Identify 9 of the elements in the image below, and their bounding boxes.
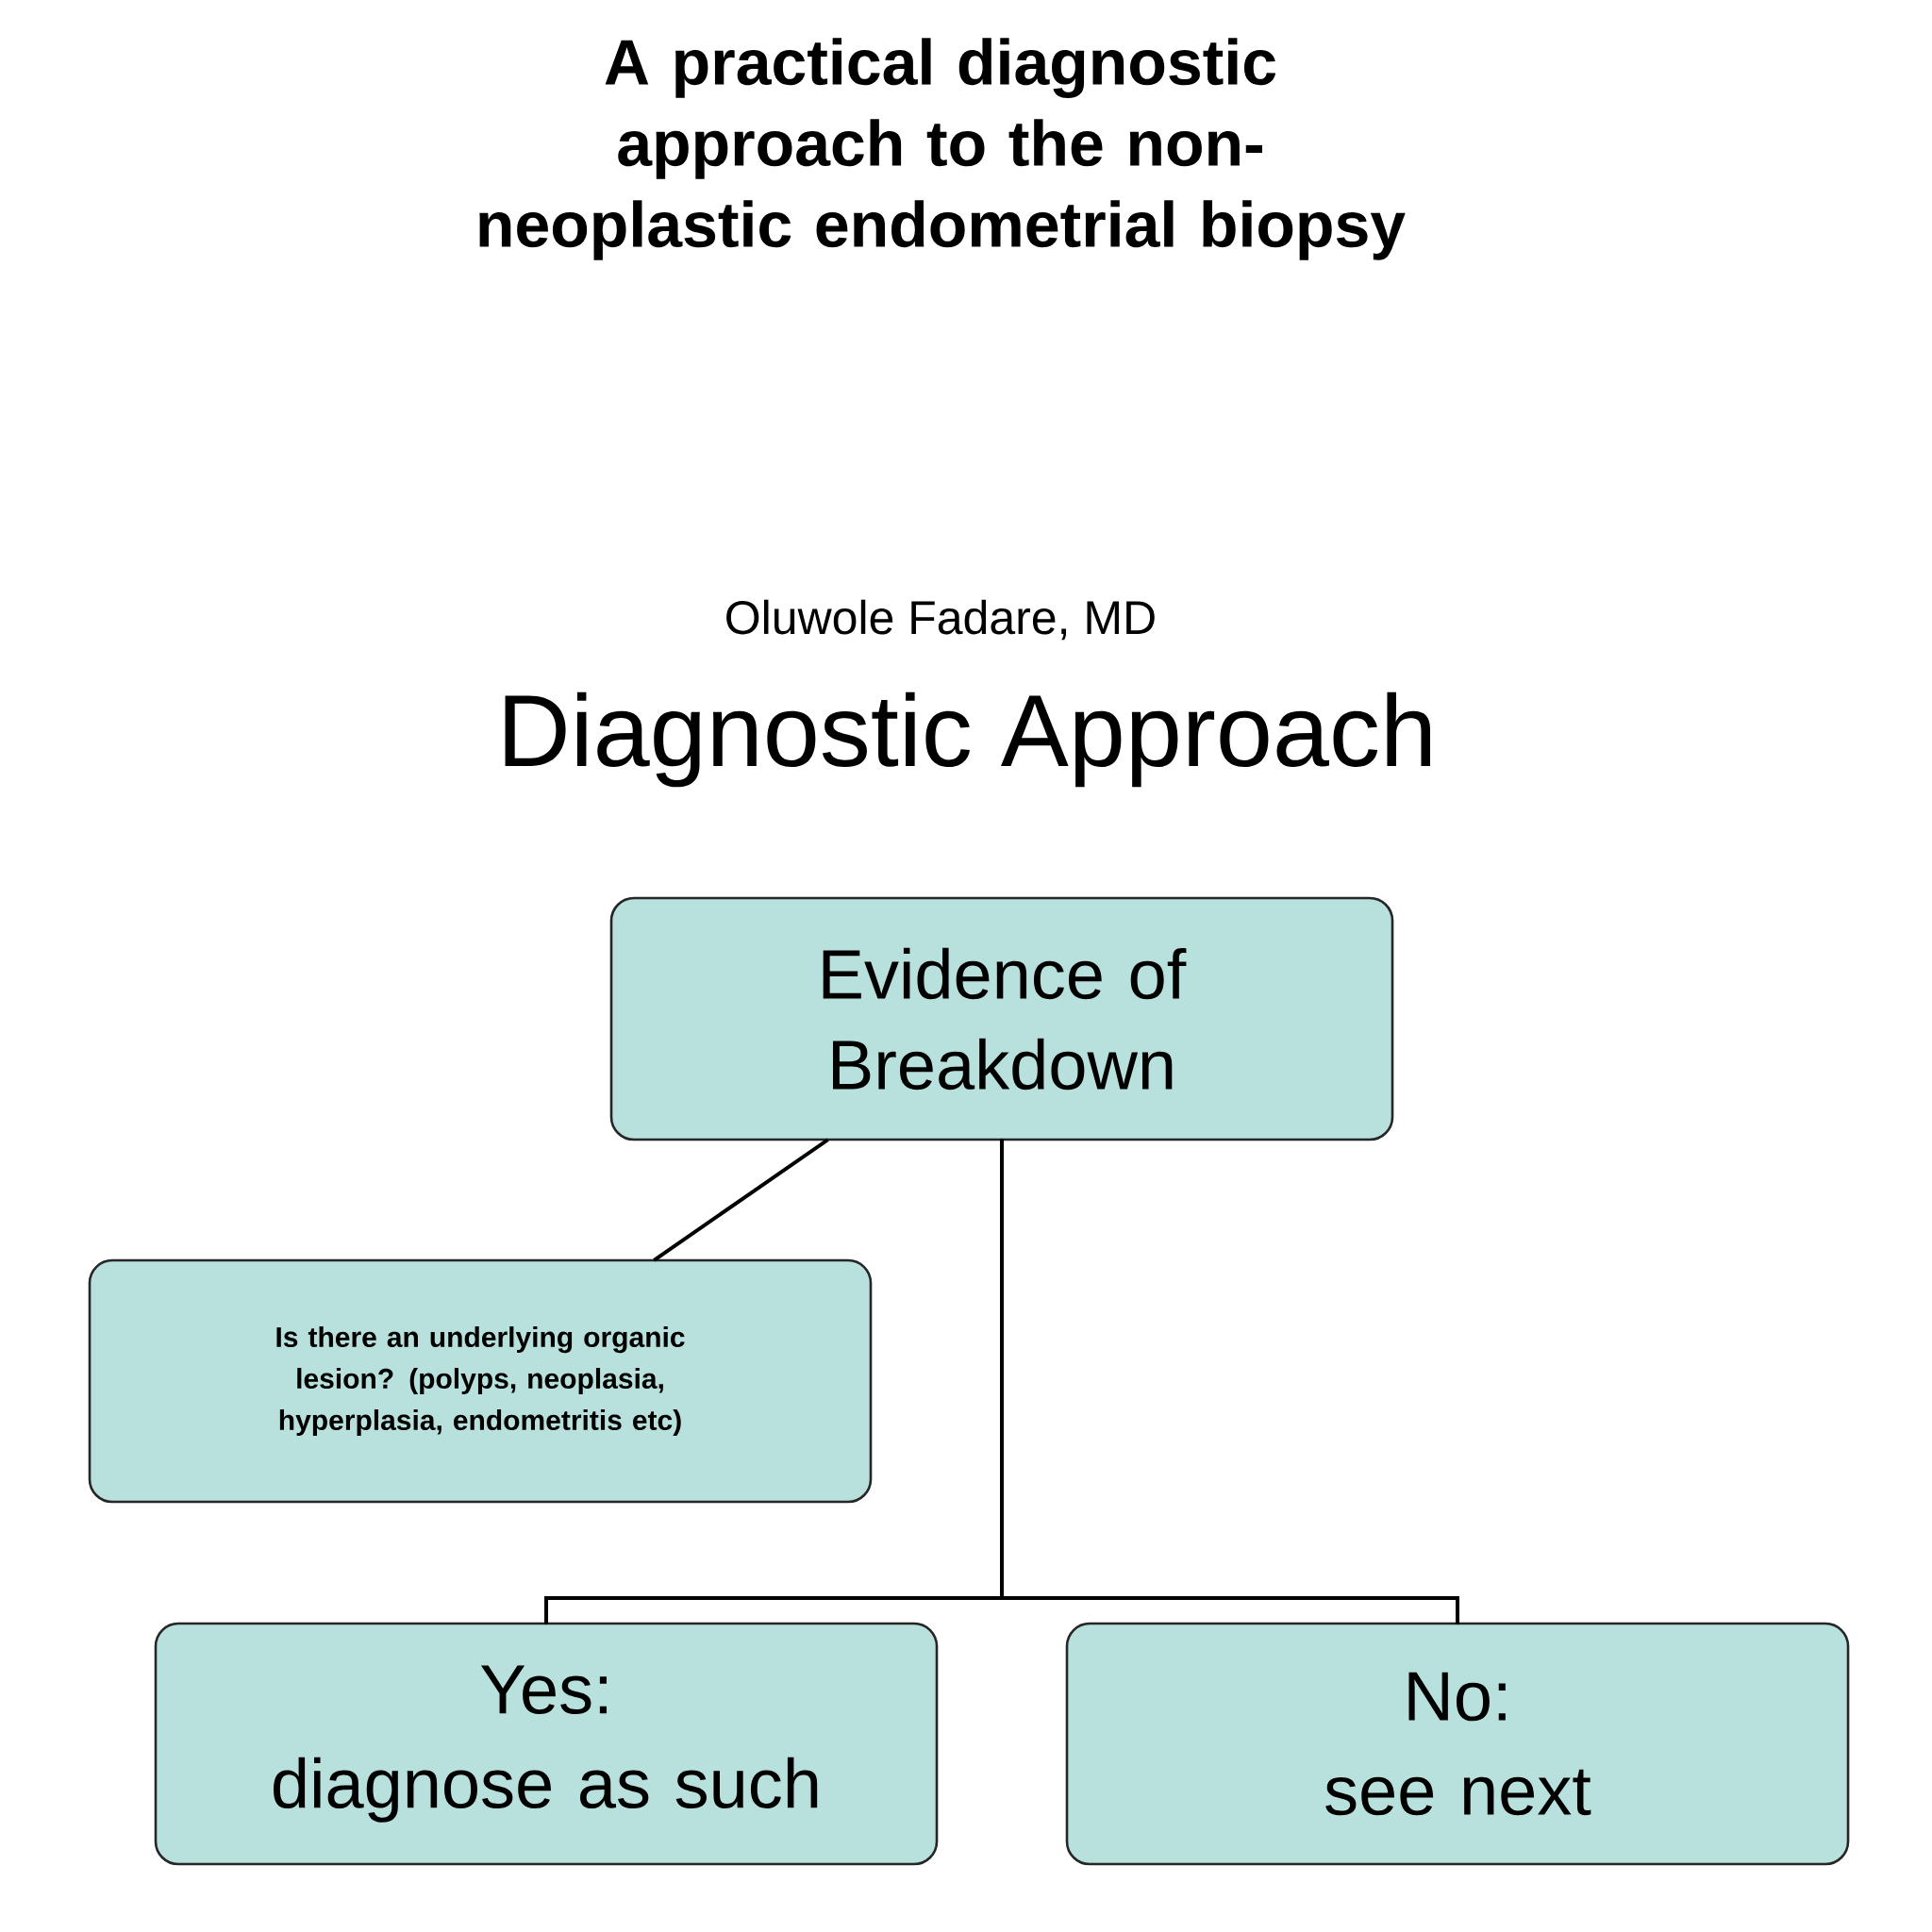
process-box: Is there an underlying organic lesion? (polyps, neoplasia, hyperplasia, endometritis etc)	[88, 1258, 873, 1504]
title: A practical diagnostic approach to the non-neoplastic endometrial biopsy	[479, 38, 1406, 260]
process-box: Yes: diagnose as such	[154, 1622, 939, 1866]
process-box: Evidence of Breakdown	[609, 896, 1394, 1141]
heading: Diagnostic Approach	[505, 691, 1430, 788]
connector-line	[654, 1139, 828, 1261]
connector-line	[1000, 1139, 1460, 1624]
process-box: No: see next	[1065, 1622, 1850, 1866]
author-name: Oluwole Fadare, MD	[726, 599, 1155, 641]
